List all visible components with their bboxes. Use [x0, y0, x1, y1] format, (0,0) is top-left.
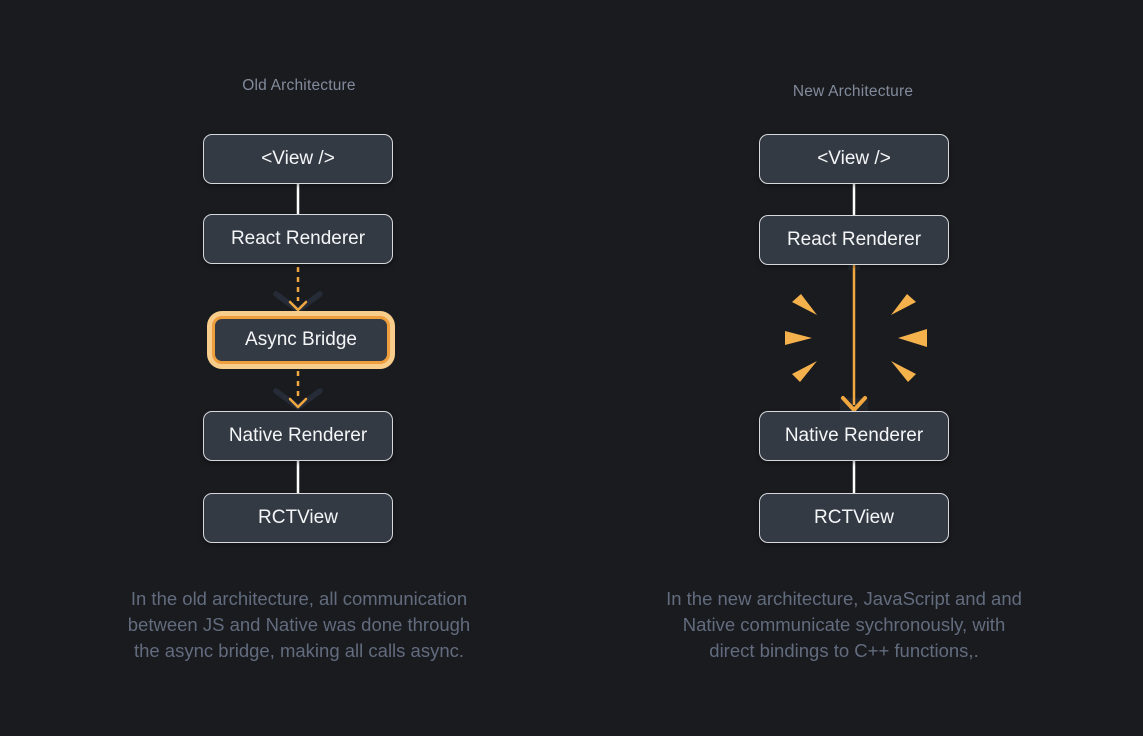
old-arrowhead-2-icon	[288, 397, 308, 409]
new-node-react-renderer: React Renderer	[759, 215, 949, 265]
new-node-native-renderer: Native Renderer	[759, 411, 949, 461]
caption-line: between JS and Native was done through	[127, 614, 471, 635]
old-architecture-title: Old Architecture	[242, 77, 356, 94]
caption-line: Native communicate sychronously, with	[682, 614, 1006, 635]
caption-line: the async bridge, making all calls async…	[133, 640, 465, 661]
spark	[891, 294, 916, 315]
old-node-react-renderer: React Renderer	[203, 214, 393, 264]
old-node-async-bridge: Async Bridge	[212, 316, 390, 364]
new-architecture-caption: In the new architecture, JavaScript and …	[624, 586, 1064, 664]
new-arrowhead-icon	[841, 396, 867, 412]
old-dark-chevron-1	[273, 291, 323, 313]
old-node-native-renderer: Native Renderer	[203, 411, 393, 461]
old-architecture-caption: In the old architecture, all communicati…	[79, 586, 519, 664]
old-node-rctview: RCTView	[203, 493, 393, 543]
spark	[891, 361, 916, 382]
spark	[792, 294, 817, 315]
caption-line: In the old architecture, all communicati…	[130, 588, 468, 609]
old-arrowhead-1-icon	[288, 300, 308, 312]
spark-burst-icon	[785, 294, 927, 382]
new-arrow-bottom-notch	[840, 398, 868, 412]
caption-line: In the new architecture, JavaScript and …	[666, 588, 1022, 609]
old-dark-chevron-2	[273, 388, 323, 410]
caption-line: direct bindings to C++ functions,.	[709, 640, 979, 661]
new-architecture-title: New Architecture	[792, 83, 914, 100]
new-node-view: <View />	[759, 134, 949, 184]
spark	[792, 361, 817, 382]
old-node-view: <View />	[203, 134, 393, 184]
new-node-rctview: RCTView	[759, 493, 949, 543]
spark	[785, 331, 812, 345]
spark	[898, 329, 927, 347]
